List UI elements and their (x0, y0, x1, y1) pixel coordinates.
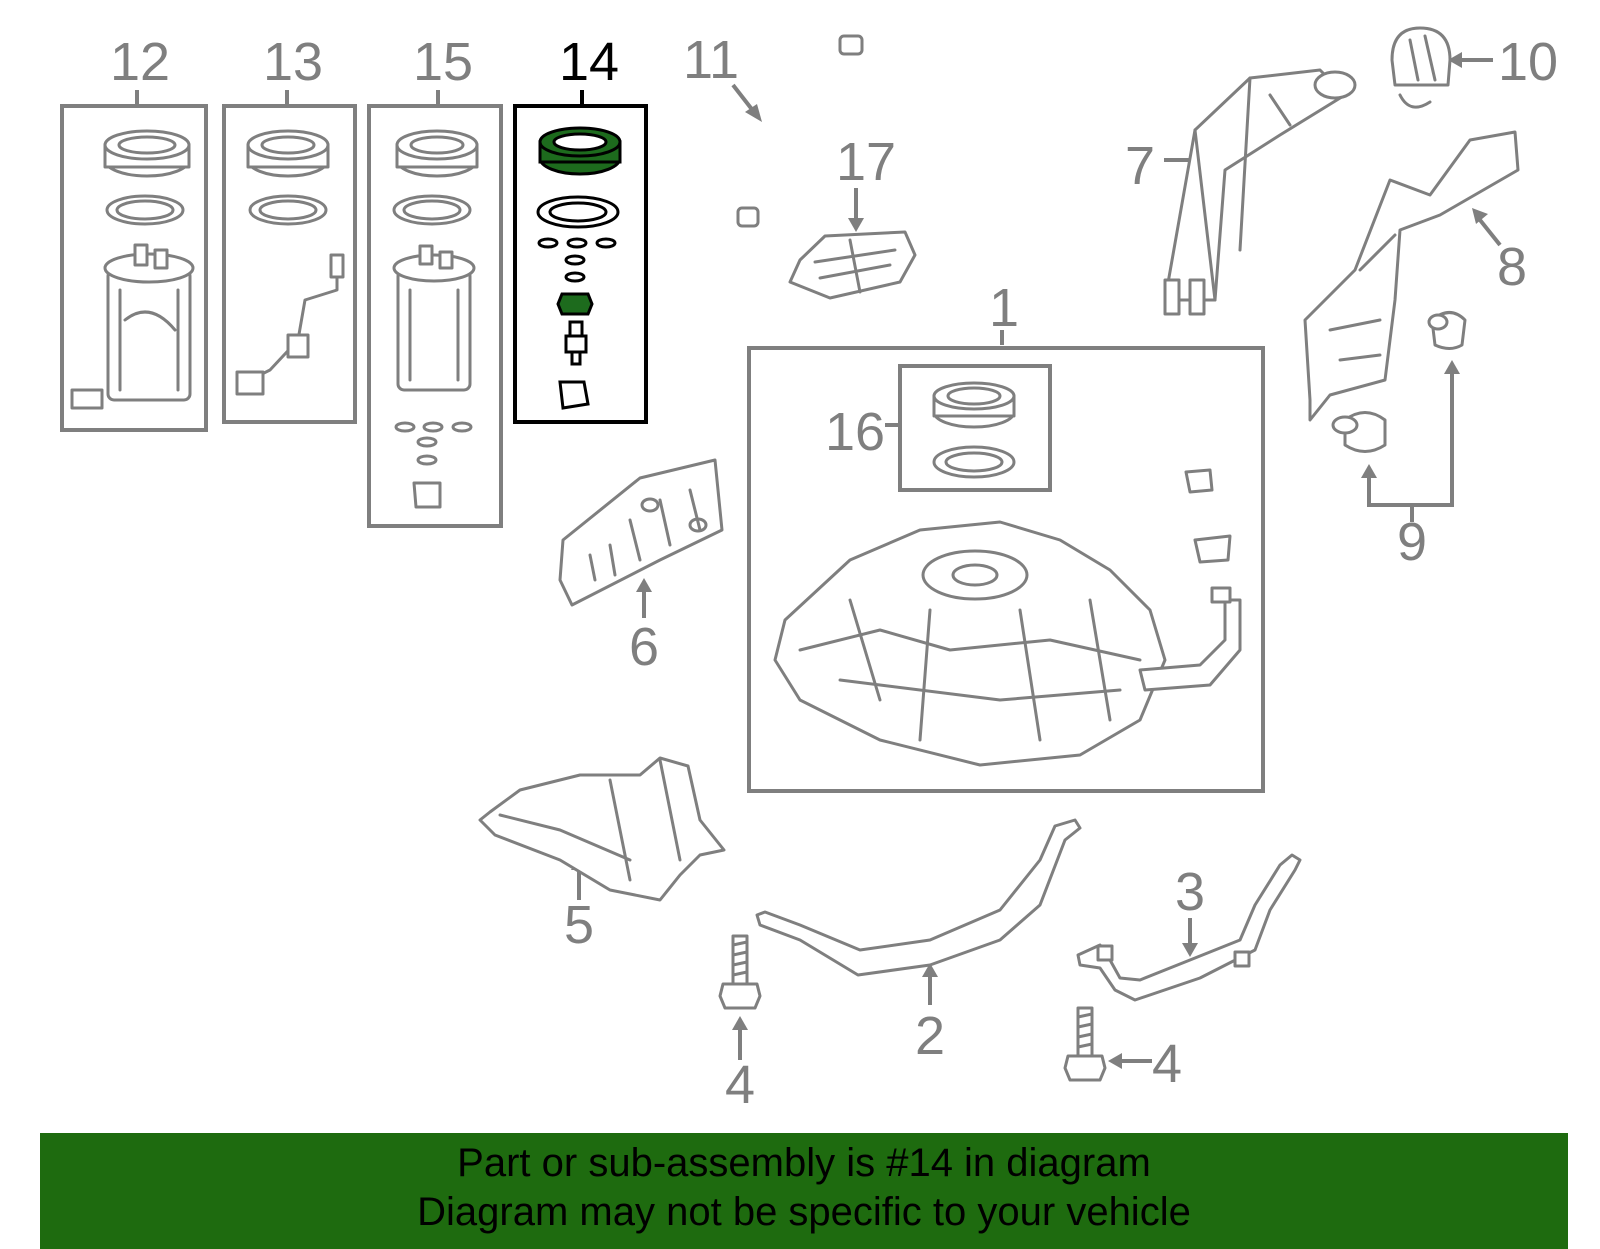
part-2-tank-strap[interactable]: 2 (755, 818, 1082, 1066)
fuel-pump-module-15 (392, 244, 476, 392)
part-1-fuel-tank-assembly[interactable]: 1 16 (747, 278, 1265, 793)
fuel-pump-module-12 (70, 243, 195, 410)
part-group-13[interactable]: 13 (222, 32, 357, 424)
callout-7: 7 (1125, 136, 1155, 196)
part-group-15[interactable]: 15 (367, 32, 503, 528)
wire-harness-13 (235, 253, 345, 396)
fuel-tank (773, 520, 1242, 767)
kit-box-13 (222, 104, 357, 424)
lock-ring-12 (103, 129, 191, 178)
o-ring-15d (416, 436, 438, 448)
clip-9a (1331, 411, 1387, 453)
kit-box-16 (898, 364, 1052, 492)
callout-12: 12 (110, 32, 170, 92)
o-ring-14e (564, 271, 586, 283)
part-4-bolt-left[interactable]: 4 (718, 934, 762, 1115)
part-5-tank-shield[interactable]: 5 (478, 756, 726, 955)
callout-4-right: 4 (1152, 1034, 1182, 1094)
part-4-bolt-right[interactable]: 4 (1063, 1006, 1182, 1094)
clip-1b (1193, 534, 1232, 564)
lock-ring-13 (246, 129, 330, 178)
nut-14 (556, 292, 594, 316)
part-group-14[interactable]: 14 (513, 32, 648, 424)
o-ring-14d (564, 254, 586, 266)
kit-box-15 (367, 104, 503, 528)
part-8-filler-shield[interactable]: 8 (1303, 130, 1527, 422)
callout-4-left: 4 (725, 1055, 755, 1115)
callout-3: 3 (1175, 862, 1205, 922)
callout-14: 14 (559, 32, 619, 92)
o-ring-14b (566, 237, 588, 249)
banner-line-2: Diagram may not be specific to your vehi… (417, 1190, 1191, 1234)
valve-14 (564, 320, 588, 366)
info-banner: Part or sub-assembly is #14 in diagram D… (40, 1133, 1568, 1249)
callout-6: 6 (629, 617, 659, 677)
part-7-filler-neck[interactable]: 7 (1125, 68, 1357, 316)
fuel-system-parts-diagram: 12 13 (60, 26, 1558, 1115)
kit-box-1 (747, 346, 1265, 793)
lock-ring-15 (395, 129, 479, 178)
callout-5: 5 (564, 895, 594, 955)
part-group-12[interactable]: 12 (60, 32, 208, 432)
o-ring-15e (416, 454, 438, 466)
clip-14 (558, 380, 590, 410)
lock-ring-16 (932, 381, 1016, 429)
clip-1a (1184, 468, 1214, 494)
clip-15 (412, 481, 442, 509)
o-ring-14a (537, 237, 559, 249)
lock-ring-14 (538, 126, 622, 176)
callout-16: 16 (825, 402, 885, 462)
o-ring-15b (422, 421, 444, 433)
part-6-heat-shield[interactable]: 6 (558, 458, 724, 677)
callout-13: 13 (263, 32, 323, 92)
callout-11: 11 (683, 30, 739, 90)
o-ring-15a (394, 421, 416, 433)
part-17-shield[interactable]: 17 (788, 132, 917, 300)
part-11-fuel-line[interactable]: 11 (683, 30, 864, 228)
callout-1: 1 (989, 278, 1019, 338)
callout-10: 10 (1498, 32, 1558, 92)
part-9-clips[interactable]: 9 (1331, 311, 1467, 573)
callout-8: 8 (1497, 237, 1527, 297)
o-ring-15c (451, 421, 473, 433)
callout-2: 2 (915, 1006, 945, 1066)
kit-box-14 (513, 104, 648, 424)
part-10-fuel-cap[interactable]: 10 (1390, 26, 1558, 109)
o-ring-14c (595, 237, 617, 249)
callout-15: 15 (413, 32, 473, 92)
kit-box-12 (60, 104, 208, 432)
part-3-tank-strap[interactable]: 3 (1076, 853, 1302, 1002)
banner-line-1: Part or sub-assembly is #14 in diagram (457, 1141, 1151, 1185)
callout-17: 17 (836, 132, 896, 192)
clip-9b (1427, 311, 1467, 350)
